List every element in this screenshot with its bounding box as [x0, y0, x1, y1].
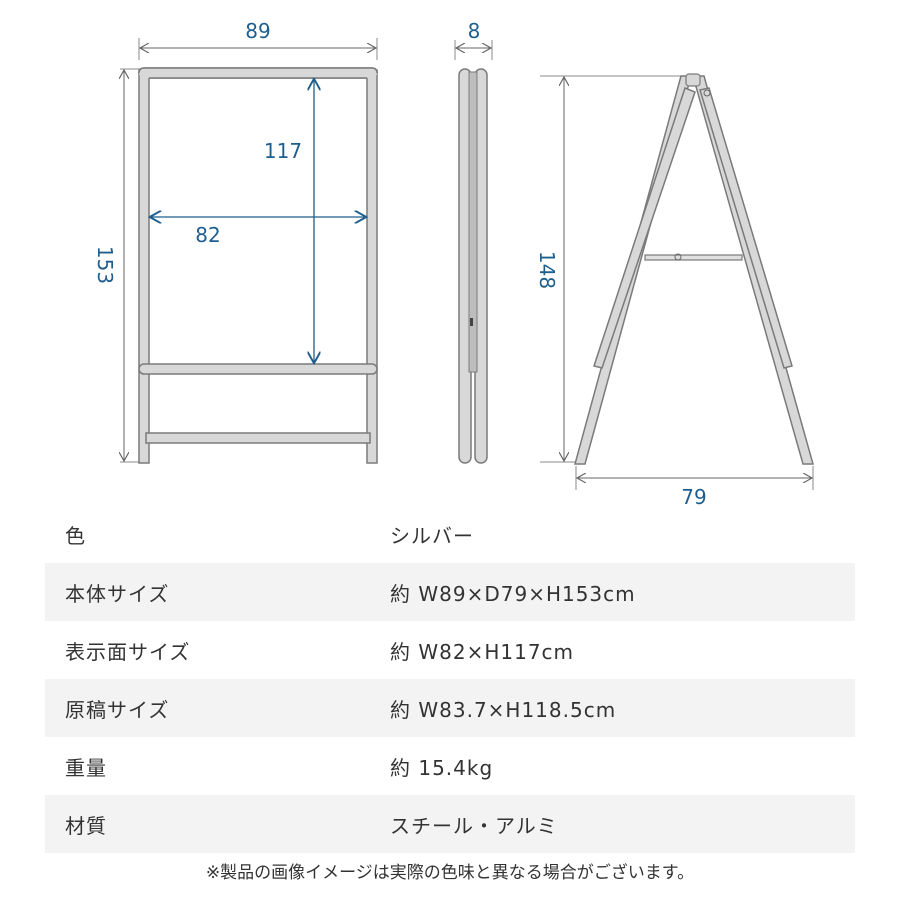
spec-label: 色	[65, 523, 86, 548]
spec-value: 約 W82×H117cm	[390, 639, 575, 664]
folded-side-view: 8	[454, 19, 493, 464]
spec-row-weight: 重量 約 15.4kg	[45, 737, 855, 795]
spec-value: シルバー	[390, 523, 474, 548]
front-frame-lower-bar	[145, 432, 371, 444]
spec-value: 約 W89×D79×H153cm	[390, 581, 636, 606]
spec-label: 表示面サイズ	[65, 639, 191, 664]
depth-label: 8	[468, 19, 481, 43]
front-height-label: 153	[93, 246, 117, 284]
a-frame-back-leg	[692, 75, 814, 465]
spec-row-color: 色 シルバー	[45, 505, 855, 563]
spec-row-material: 材質 スチール・アルミ	[45, 795, 855, 853]
spec-label: 材質	[65, 813, 107, 838]
a-frame-front-leg-inner	[593, 87, 696, 369]
spec-label: 重量	[65, 755, 107, 780]
front-frame-display-bottom	[138, 363, 378, 375]
front-frame-right-post	[366, 69, 378, 464]
side-height-label: 148	[535, 251, 559, 289]
spec-value: スチール・アルミ	[390, 813, 558, 838]
front-view: 89 153 117 82	[93, 19, 378, 464]
a-frame-cross-bar	[644, 254, 743, 261]
front-width-label: 89	[245, 19, 270, 43]
disclaimer-note: ※製品の画像イメージは実際の色味と異なる場合がございます。	[205, 863, 695, 883]
spec-label: 原稿サイズ	[65, 697, 170, 722]
front-frame-left-post	[138, 69, 150, 464]
side-width-label: 79	[681, 485, 706, 505]
spec-label: 本体サイズ	[65, 581, 170, 606]
open-side-view: 148 79	[535, 73, 814, 505]
a-frame-back-leg-inner	[699, 87, 793, 369]
stand-dimension-diagram: 89 153 117 82 8	[93, 19, 814, 505]
spec-table: 色 シルバー 本体サイズ 約 W89×D79×H153cm 表示面サイズ 約 W…	[45, 505, 855, 853]
display-height-label: 117	[264, 139, 302, 163]
spec-row-body-size: 本体サイズ 約 W89×D79×H153cm	[45, 563, 855, 621]
spec-row-paper-size: 原稿サイズ 約 W83.7×H118.5cm	[45, 679, 855, 737]
display-width-label: 82	[195, 223, 220, 247]
spec-row-display-size: 表示面サイズ 約 W82×H117cm	[45, 621, 855, 679]
spec-value: 約 15.4kg	[390, 755, 494, 780]
spec-value: 約 W83.7×H118.5cm	[390, 697, 617, 722]
